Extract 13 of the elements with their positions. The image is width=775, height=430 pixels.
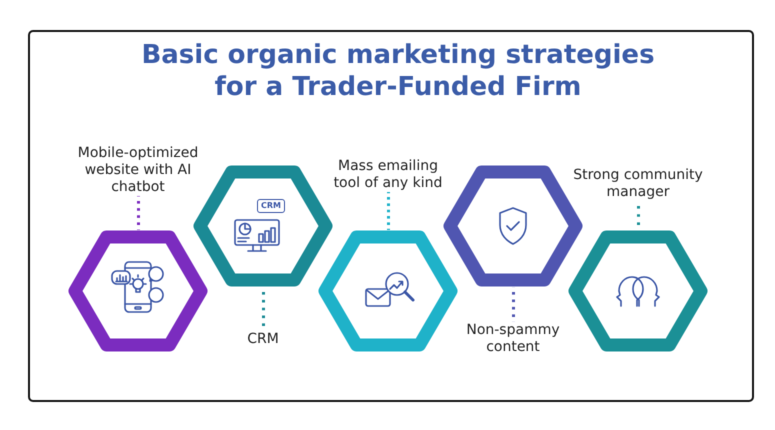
strategy-label: Strong community manager	[563, 167, 713, 201]
hexagon-frame	[193, 165, 333, 287]
strategy-label: Mass emailing tool of any kind	[325, 158, 451, 192]
speech-bubble: CRM	[257, 199, 285, 213]
leader-line	[137, 196, 140, 230]
strategy-label: Mobile-optimized website with AI chatbot	[65, 145, 211, 196]
hexagon-frame	[318, 230, 458, 352]
title: Basic organic marketing strategies for a Trader-Funded Firm	[140, 39, 656, 103]
strategy-label: Non-spammy content	[448, 322, 578, 356]
hexagon-frame	[568, 230, 708, 352]
hexagon-frame	[68, 230, 208, 352]
leader-line	[387, 192, 390, 230]
strategy-label: CRM	[223, 331, 303, 348]
